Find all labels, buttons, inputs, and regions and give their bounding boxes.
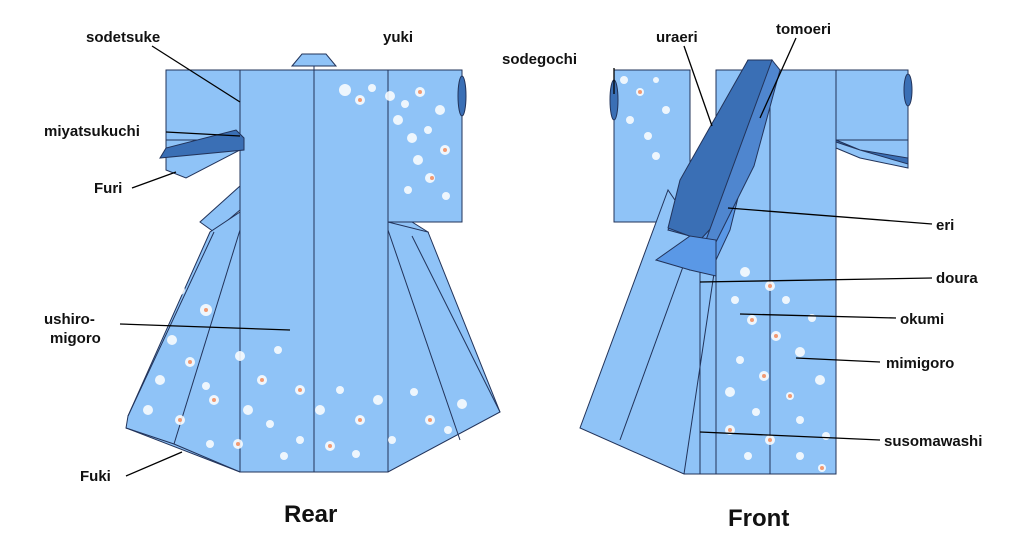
label-tomoeri: tomoeri <box>776 21 831 38</box>
front-kimono <box>579 58 913 475</box>
label-sodegochi: sodegochi <box>502 51 577 68</box>
label-susomawashi: susomawashi <box>884 433 982 450</box>
front-right-sleeve <box>835 69 909 141</box>
rear-right-cuff <box>457 75 467 117</box>
rear-flower-pattern <box>143 84 467 460</box>
label-yuki: yuki <box>383 29 413 46</box>
rear-leader-lines <box>119 45 291 477</box>
label-okumi: okumi <box>900 311 944 328</box>
label-furi: Furi <box>94 180 122 197</box>
label-doura: doura <box>936 270 978 287</box>
front-collar-strip <box>654 235 717 277</box>
miyatsukuchi-shape <box>159 129 245 159</box>
label-ushiro-migoro-line2: migoro <box>50 330 101 347</box>
label-mimigoro: mimigoro <box>886 355 954 372</box>
front-labels: sodegochi uraeri tomoeri eri doura okumi… <box>502 21 982 532</box>
label-ushiro-migoro-line1: ushiro- <box>44 311 95 328</box>
rear-right-sleeve <box>387 69 463 223</box>
front-right-furi-dark <box>835 139 909 165</box>
front-right-cuff <box>903 73 913 107</box>
label-sodetsuke: sodetsuke <box>86 29 160 46</box>
rear-labels: sodetsuke yuki miyatsukuchi Furi ushiro-… <box>44 29 413 528</box>
caption-rear: Rear <box>284 501 337 528</box>
label-miyatsukuchi: miyatsukuchi <box>44 123 140 140</box>
rear-kimono <box>125 53 501 473</box>
rear-left-sleeve <box>165 69 241 141</box>
label-fuki: Fuki <box>80 468 111 485</box>
label-uraeri: uraeri <box>656 29 698 46</box>
front-flower-pattern <box>620 76 830 472</box>
front-leader-lines <box>613 37 933 441</box>
caption-front: Front <box>728 505 789 532</box>
rear-collar-tab <box>290 53 338 67</box>
label-eri: eri <box>936 217 954 234</box>
